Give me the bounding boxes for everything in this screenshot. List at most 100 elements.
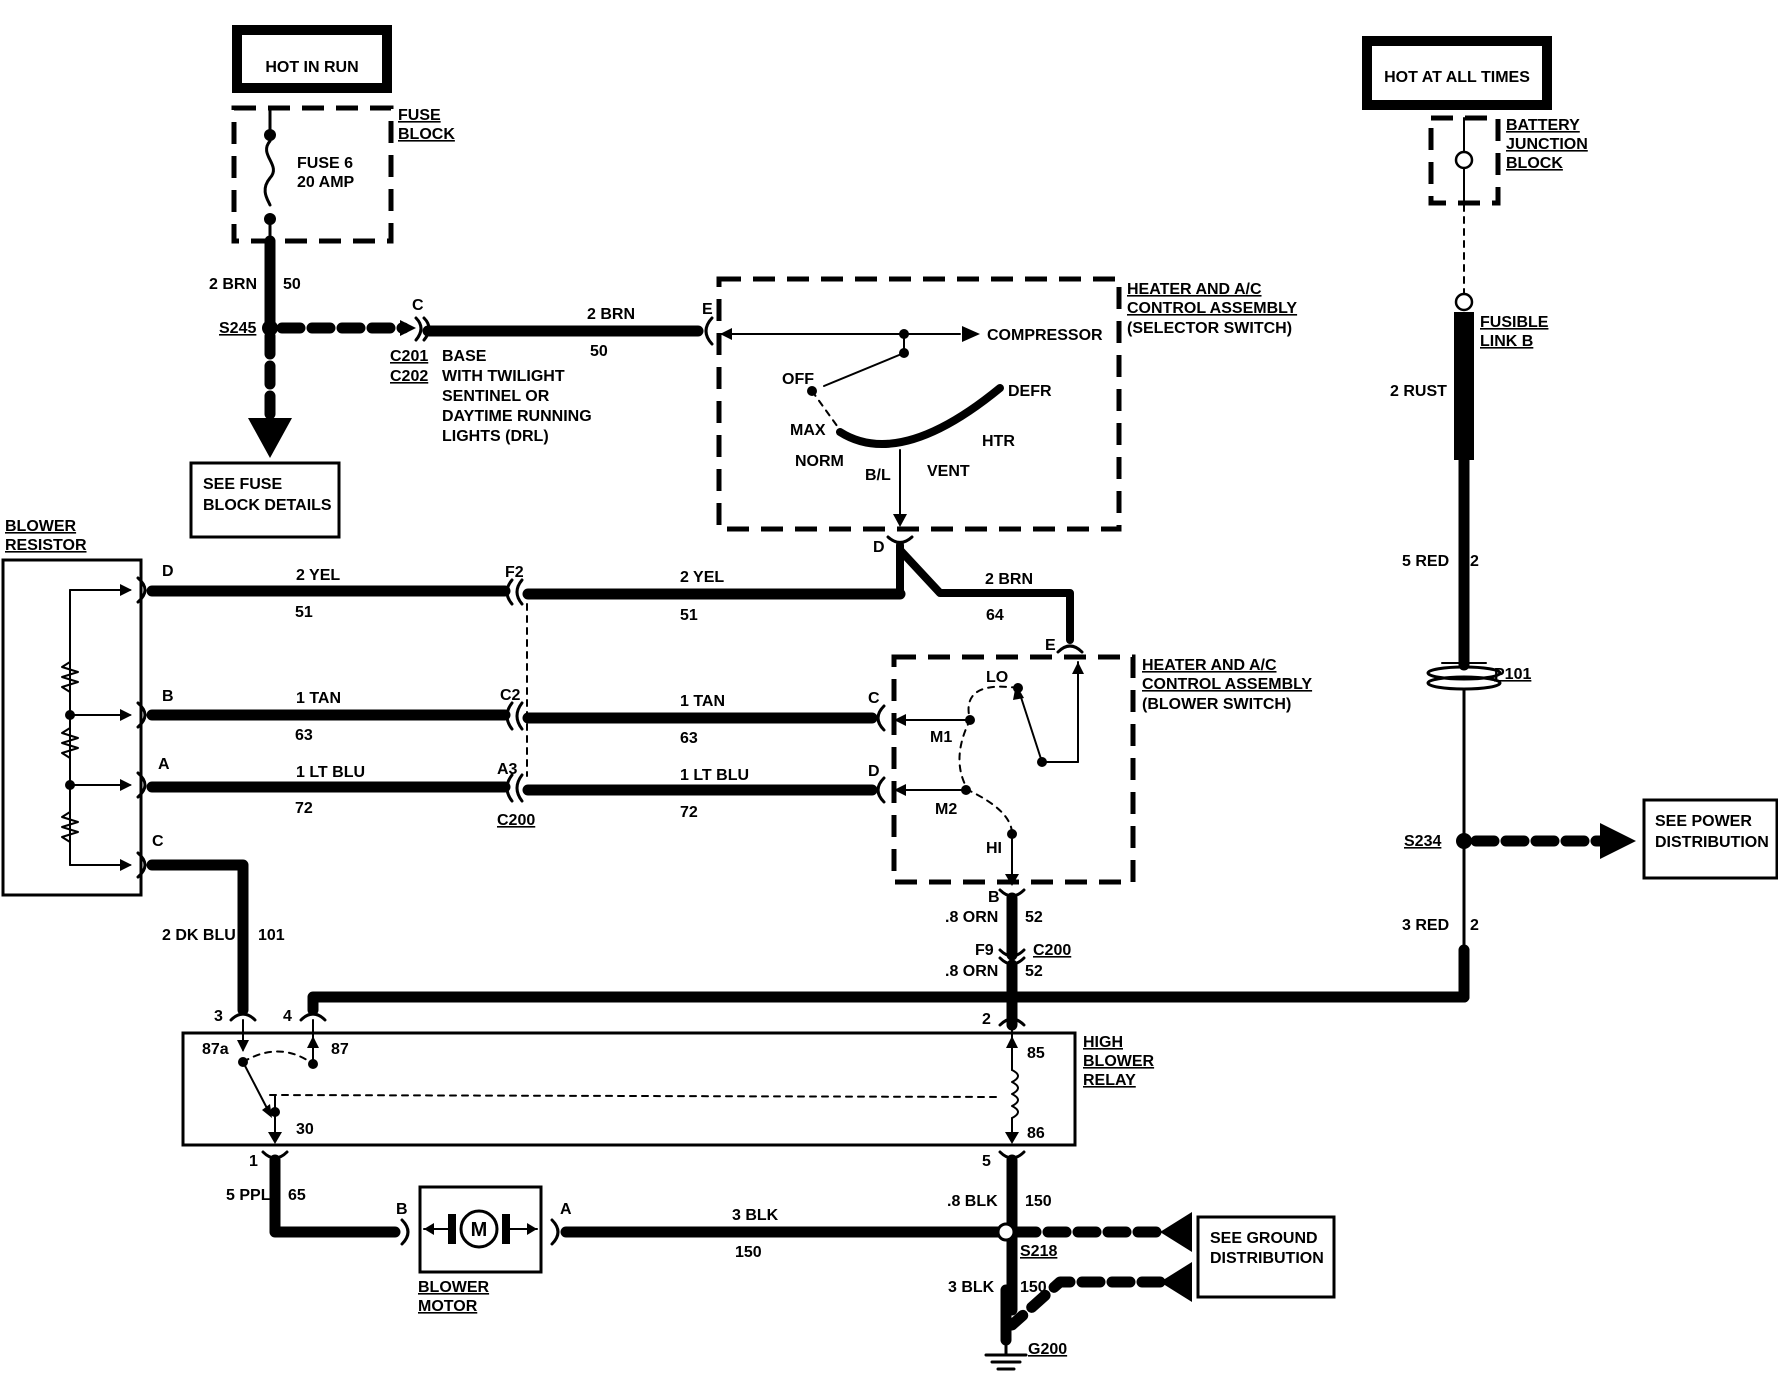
bs-pos-m2: M2 [935,801,957,818]
pin-c2: C2 [500,687,521,704]
wire-blk3-size: 3 BLK [732,1207,779,1224]
arrow-right-icon [400,320,416,336]
bs-pos-hi: HI [986,840,1002,857]
fuse-label-2: 20 AMP [297,174,355,191]
wire-brn-size: 2 BRN [209,276,257,293]
wire-dkblu-size: 2 DK BLU [162,927,236,944]
fusible-link-terminal [1454,292,1474,312]
pin-relay-4: 4 [283,1008,292,1025]
connector-c200-b-label: C200 [1033,942,1071,959]
pin-mot-b: B [396,1201,408,1218]
wire-blu-r-num: 72 [680,804,698,821]
fuse-label-1: FUSE 6 [297,155,353,172]
wire-blkg-num: 150 [1020,1279,1047,1296]
connector-f2 [505,578,514,606]
base-note-5: LIGHTS (DRL) [442,428,549,445]
wire-brn-num: 50 [283,276,301,293]
relay-label-2: BLOWER [1083,1053,1155,1070]
arrow-down-icon [248,418,292,458]
splice-s245-label: S245 [219,320,256,337]
bs-label-2: CONTROL ASSEMBLY [1142,676,1312,693]
term-30: 30 [296,1121,314,1138]
connector-res-a [136,771,147,799]
see-ground-distribution-box: SEE GROUND DISTRIBUTION [1196,1215,1336,1299]
connector-res-c [136,851,147,879]
ground-g200-label: G200 [1028,1341,1067,1358]
sel-pos-norm: NORM [795,453,844,470]
pin-bs-d: D [868,763,880,780]
wire-brn64-num: 64 [986,607,1004,624]
base-note-2: WITH TWILIGHT [442,368,565,385]
see-power-distribution-box: SEE POWER DISTRIBUTION [1642,798,1778,880]
see-power-label-1: SEE POWER [1655,813,1752,830]
selector-switch: COMPRESSOR OFF MAX NORM B/L VENT HTR DEF… [716,276,1297,532]
see-power-label-2: DISTRIBUTION [1655,834,1769,851]
sel-label-1: HEATER AND A/C [1127,281,1262,298]
motor-label-1: BLOWER [418,1279,490,1296]
fusible-link-label-2: LINK B [1480,333,1533,350]
wire-tan-r-size: 1 TAN [680,693,725,710]
sel-pos-vent: VENT [927,463,970,480]
pin-c-fuse: C [412,297,424,314]
relay-label-3: RELAY [1083,1072,1136,1089]
wire-orn-b-num: 52 [1025,963,1043,980]
splice-s234-label: S234 [1404,833,1441,850]
connector-p101-label: P101 [1494,666,1531,683]
pin-d-sel: D [873,539,885,556]
hot-in-run-label: HOT IN RUN [265,59,358,76]
sel-pos-defr: DEFR [1008,383,1052,400]
pin-bs-b: B [988,889,1000,906]
pin-res-c: C [152,833,164,850]
connector-relay-3 [229,1012,257,1022]
arrow-left-ground-2-icon [1160,1262,1192,1302]
motor-symbol: M [471,1219,488,1241]
wire-brn64-size: 2 BRN [985,571,1033,588]
pin-bs-c: C [868,690,880,707]
wire-2-dk-blu [146,859,249,1016]
pin-res-a: A [158,756,170,773]
bs-pos-m1: M1 [930,729,952,746]
sel-pos-max: MAX [790,422,826,439]
pin-relay-3: 3 [214,1008,223,1025]
fuse-block-label-2: BLOCK [398,126,455,143]
bs-label-3: (BLOWER SWITCH) [1142,696,1291,713]
arrow-left-ground-icon [1160,1212,1192,1252]
wire-yel-r-size: 2 YEL [680,569,724,586]
wire-red3-num: 2 [1470,917,1479,934]
base-note-4: DAYTIME RUNNING [442,408,592,425]
fuse-block: FUSE 6 20 AMP FUSE BLOCK [231,105,455,244]
resistor-label-2: RESISTOR [5,537,87,554]
compressor-label: COMPRESSOR [987,327,1103,344]
wire-red5-num: 2 [1470,553,1479,570]
wire-red3-size: 3 RED [1402,917,1449,934]
relay-label-1: HIGH [1083,1034,1123,1051]
wire-ppl-size: 5 PPL [226,1187,271,1204]
splice-s218-label: S218 [1020,1243,1057,1260]
fusible-link-b [1454,312,1474,460]
motor-label-2: MOTOR [418,1298,478,1315]
connector-res-b [136,701,147,729]
connector-bs-e [1056,644,1084,654]
sel-pos-bl: B/L [865,467,891,484]
blower-switch: LO M1 M2 HI HEATER AND A/C CONTROL ASSEM… [891,654,1312,886]
term-87: 87 [331,1041,349,1058]
wire-orn-b-size: .8 ORN [945,963,998,980]
wire-3-red-to-relay [307,989,1470,1016]
connector-relay-2 [998,1017,1026,1027]
base-note-1: BASE [442,348,487,365]
wire-brn-top-size: 2 BRN [587,306,635,323]
pin-bs-e: E [1045,637,1056,654]
wire-blk3-num: 150 [735,1244,762,1261]
wire-5-ppl [269,1154,401,1238]
hot-in-run-box: HOT IN RUN [232,25,392,93]
motor-icon [459,1209,499,1249]
hot-at-all-times-box: HOT AT ALL TIMES [1362,36,1552,110]
blower-motor: M [418,1185,543,1274]
see-fuse-label-2: BLOCK DETAILS [203,497,332,514]
connector-mot-b [400,1218,410,1246]
connector-res-d [136,576,147,604]
connector-c202-label: C202 [390,368,428,385]
wire-ppl-num: 65 [288,1187,306,1204]
